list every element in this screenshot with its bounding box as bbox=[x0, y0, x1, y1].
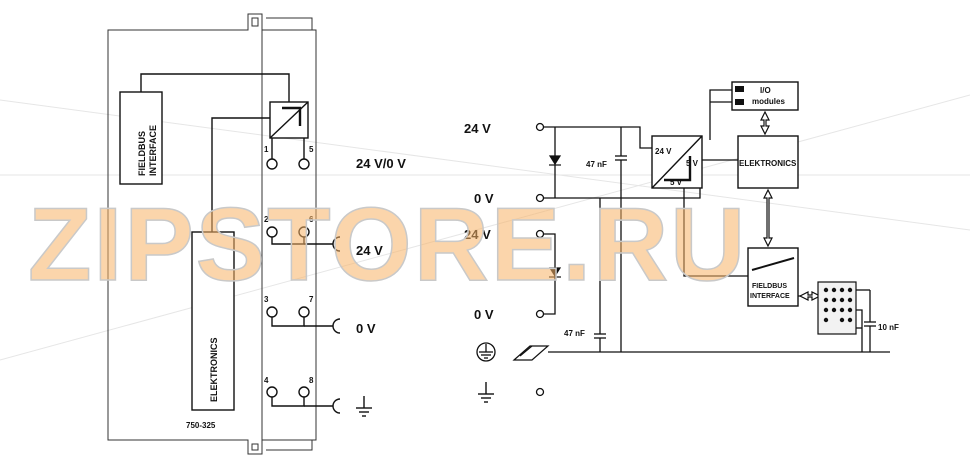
left-converter-symbol bbox=[269, 101, 309, 139]
fieldbus-connector-icon bbox=[817, 281, 857, 335]
terminal-label-0v: 0 V bbox=[356, 321, 376, 336]
watermark-text: ZIPSTORE.RU bbox=[28, 187, 747, 303]
cap-bottom-label: 47 nF bbox=[564, 329, 585, 338]
input-24v-bottom: 24 V bbox=[464, 227, 491, 242]
io-label-1: I/O bbox=[760, 86, 771, 95]
cap-right-label: 10 nF bbox=[878, 323, 899, 332]
converter-out-b-label: 5 V bbox=[670, 178, 683, 187]
left-fieldbus-label-1: FIELDBUS bbox=[137, 131, 147, 176]
terminal-num-6: 6 bbox=[309, 215, 314, 224]
right-fieldbus-label-1: FIELDBUS bbox=[752, 283, 787, 290]
diode-icons bbox=[548, 155, 562, 278]
terminal-num-5: 5 bbox=[309, 145, 314, 154]
left-fieldbus-box: FIELDBUS INTERFACE bbox=[119, 91, 163, 185]
terminal-num-1: 1 bbox=[264, 145, 269, 154]
right-input-labels: 24 V 0 V 24 V 0 V bbox=[464, 121, 494, 322]
protective-earth-icon bbox=[476, 342, 496, 362]
left-wiring bbox=[140, 73, 305, 232]
right-fieldbus-box: FIELDBUS INTERFACE bbox=[747, 247, 799, 307]
terminal-numbers: 1 5 2 6 3 7 4 8 bbox=[264, 145, 314, 385]
converter-out-a-label: 5 V bbox=[686, 159, 699, 168]
right-fieldbus-label-2: INTERFACE bbox=[750, 293, 790, 300]
terminal-num-4: 4 bbox=[264, 376, 269, 385]
terminal-num-2: 2 bbox=[264, 215, 269, 224]
module-number: 750-325 bbox=[186, 421, 216, 430]
ground-icon bbox=[356, 396, 372, 417]
right-elektronics-box: ELEKTRONICS bbox=[737, 135, 799, 189]
terminal-label-24v: 24 V bbox=[356, 243, 383, 258]
input-0v-bottom: 0 V bbox=[474, 307, 494, 322]
bidirectional-arrows bbox=[760, 110, 822, 301]
terminal-num-8: 8 bbox=[309, 376, 314, 385]
terminal-num-3: 3 bbox=[264, 295, 269, 304]
terminal-label-24v-0v: 24 V/0 V bbox=[356, 156, 406, 171]
cap-top-label: 47 nF bbox=[586, 160, 607, 169]
right-converter-box: 24 V 5 V 5 V bbox=[651, 135, 703, 189]
input-24v-top: 24 V bbox=[464, 121, 491, 136]
right-elektronics-label: ELEKTRONICS bbox=[739, 159, 797, 168]
terminal-pairs bbox=[266, 158, 341, 414]
input-0v-top: 0 V bbox=[474, 191, 494, 206]
din-rail-icon bbox=[512, 345, 550, 361]
left-fieldbus-label-2: INTERFACE bbox=[148, 125, 158, 176]
io-label-2: modules bbox=[752, 97, 785, 106]
converter-in-label: 24 V bbox=[655, 147, 672, 156]
module-housing bbox=[107, 13, 317, 455]
left-elektronics-label: ELEKTRONICS bbox=[209, 337, 219, 402]
left-elektronics-box: ELEKTRONICS bbox=[191, 231, 235, 411]
ground-icon-right bbox=[478, 382, 494, 403]
terminal-num-7: 7 bbox=[309, 295, 314, 304]
io-modules-box: I/O modules bbox=[731, 81, 799, 111]
